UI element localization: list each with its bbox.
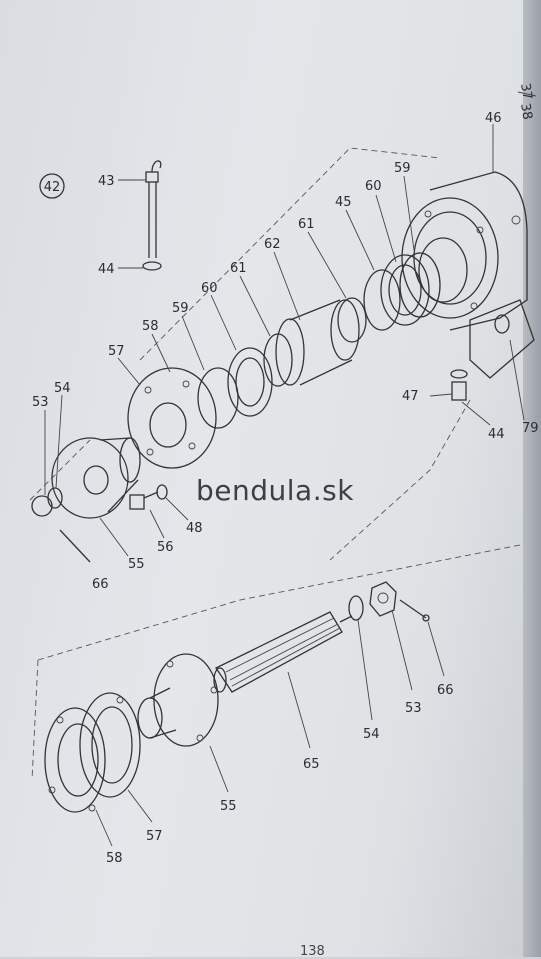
- figure-number: 42: [44, 180, 61, 195]
- bolt-56: [129, 484, 168, 510]
- flange-57: [127, 367, 217, 469]
- label-48: 48: [186, 521, 203, 536]
- label-54a: 54: [54, 381, 71, 396]
- leader-57b: [127, 789, 153, 823]
- cotter-pin-66b: [399, 599, 427, 619]
- cotter-pin-66b-head: [422, 614, 430, 622]
- label-66b: 66: [437, 683, 454, 698]
- corner-ref-top: 37: [517, 82, 535, 101]
- leader-59b: [181, 315, 205, 371]
- snap-ring-45: [363, 269, 401, 331]
- bearing-upper: [380, 252, 441, 326]
- label-53b: 53: [405, 701, 422, 716]
- label-55b: 55: [220, 799, 237, 814]
- hub-55-upper: [51, 437, 141, 519]
- leader-53b: [391, 609, 413, 691]
- leader-58a: [151, 333, 171, 373]
- figure-number-badge: 42: [39, 173, 65, 199]
- label-61b: 61: [230, 261, 247, 276]
- corner-ref-bottom: 38: [517, 102, 535, 121]
- label-65: 65: [303, 757, 320, 772]
- lower-assembly-boundary: [37, 544, 521, 661]
- drain-plug-47: [450, 369, 468, 401]
- washer-54-lower: [348, 595, 364, 621]
- leader-60b: [210, 294, 237, 351]
- label-58b: 58: [106, 851, 123, 866]
- nut-53-lower: [369, 581, 397, 617]
- leader-56: [149, 509, 165, 539]
- leader-55b: [209, 745, 229, 793]
- label-61a: 61: [298, 217, 315, 232]
- label-44b: 44: [488, 427, 505, 442]
- leader-79: [509, 339, 525, 421]
- leader-48: [165, 497, 189, 521]
- hub-55-lower: [137, 653, 219, 747]
- splined-shaft-65: [213, 611, 353, 693]
- label-54b: 54: [363, 727, 380, 742]
- label-59b: 59: [172, 301, 189, 316]
- leader-57a: [117, 357, 141, 386]
- dipstick-part: [142, 160, 162, 271]
- cotter-pin-66a: [59, 529, 91, 563]
- label-58a: 58: [142, 319, 159, 334]
- label-53a: 53: [32, 395, 49, 410]
- leader-45: [345, 209, 375, 271]
- label-57b: 57: [146, 829, 163, 844]
- leader-58b: [95, 809, 113, 847]
- upper-assembly-boundary-lower: [329, 399, 471, 561]
- page-number: 138: [300, 944, 325, 959]
- leader-65: [287, 671, 311, 749]
- watermark-text: bendula.sk: [196, 474, 354, 507]
- leader-59a: [403, 175, 415, 251]
- label-79: 79: [522, 421, 539, 436]
- label-44a: 44: [98, 262, 115, 277]
- label-62: 62: [264, 237, 281, 252]
- flange-lower: [44, 692, 141, 813]
- upper-assembly-boundary: [29, 147, 441, 501]
- leader-54b: [357, 619, 373, 721]
- spacer-61-upper: [337, 297, 367, 343]
- leader-61a: [307, 231, 347, 299]
- leader-44b: [461, 401, 491, 426]
- label-55a: 55: [128, 557, 145, 572]
- label-45: 45: [335, 195, 352, 210]
- label-56: 56: [157, 540, 174, 555]
- corner-ref-divider: [517, 91, 537, 97]
- leader-66b: [427, 621, 445, 677]
- leader-47: [429, 393, 453, 397]
- leader-54a: [55, 394, 63, 489]
- lower-boundary-side: [31, 659, 39, 781]
- leader-55a: [99, 517, 129, 557]
- label-43: 43: [98, 174, 115, 189]
- label-60b: 60: [201, 281, 218, 296]
- leader-61b: [239, 275, 271, 337]
- label-59a: 59: [394, 161, 411, 176]
- bearing-lower: [197, 333, 293, 429]
- label-60a: 60: [365, 179, 382, 194]
- leader-60a: [375, 194, 397, 263]
- label-66a: 66: [92, 577, 109, 592]
- nut-washer-upper: [31, 487, 63, 517]
- leader-62: [273, 251, 301, 321]
- label-46: 46: [485, 111, 502, 126]
- label-47: 47: [402, 389, 419, 404]
- gearbox-housing: [401, 171, 535, 379]
- label-57a: 57: [108, 344, 125, 359]
